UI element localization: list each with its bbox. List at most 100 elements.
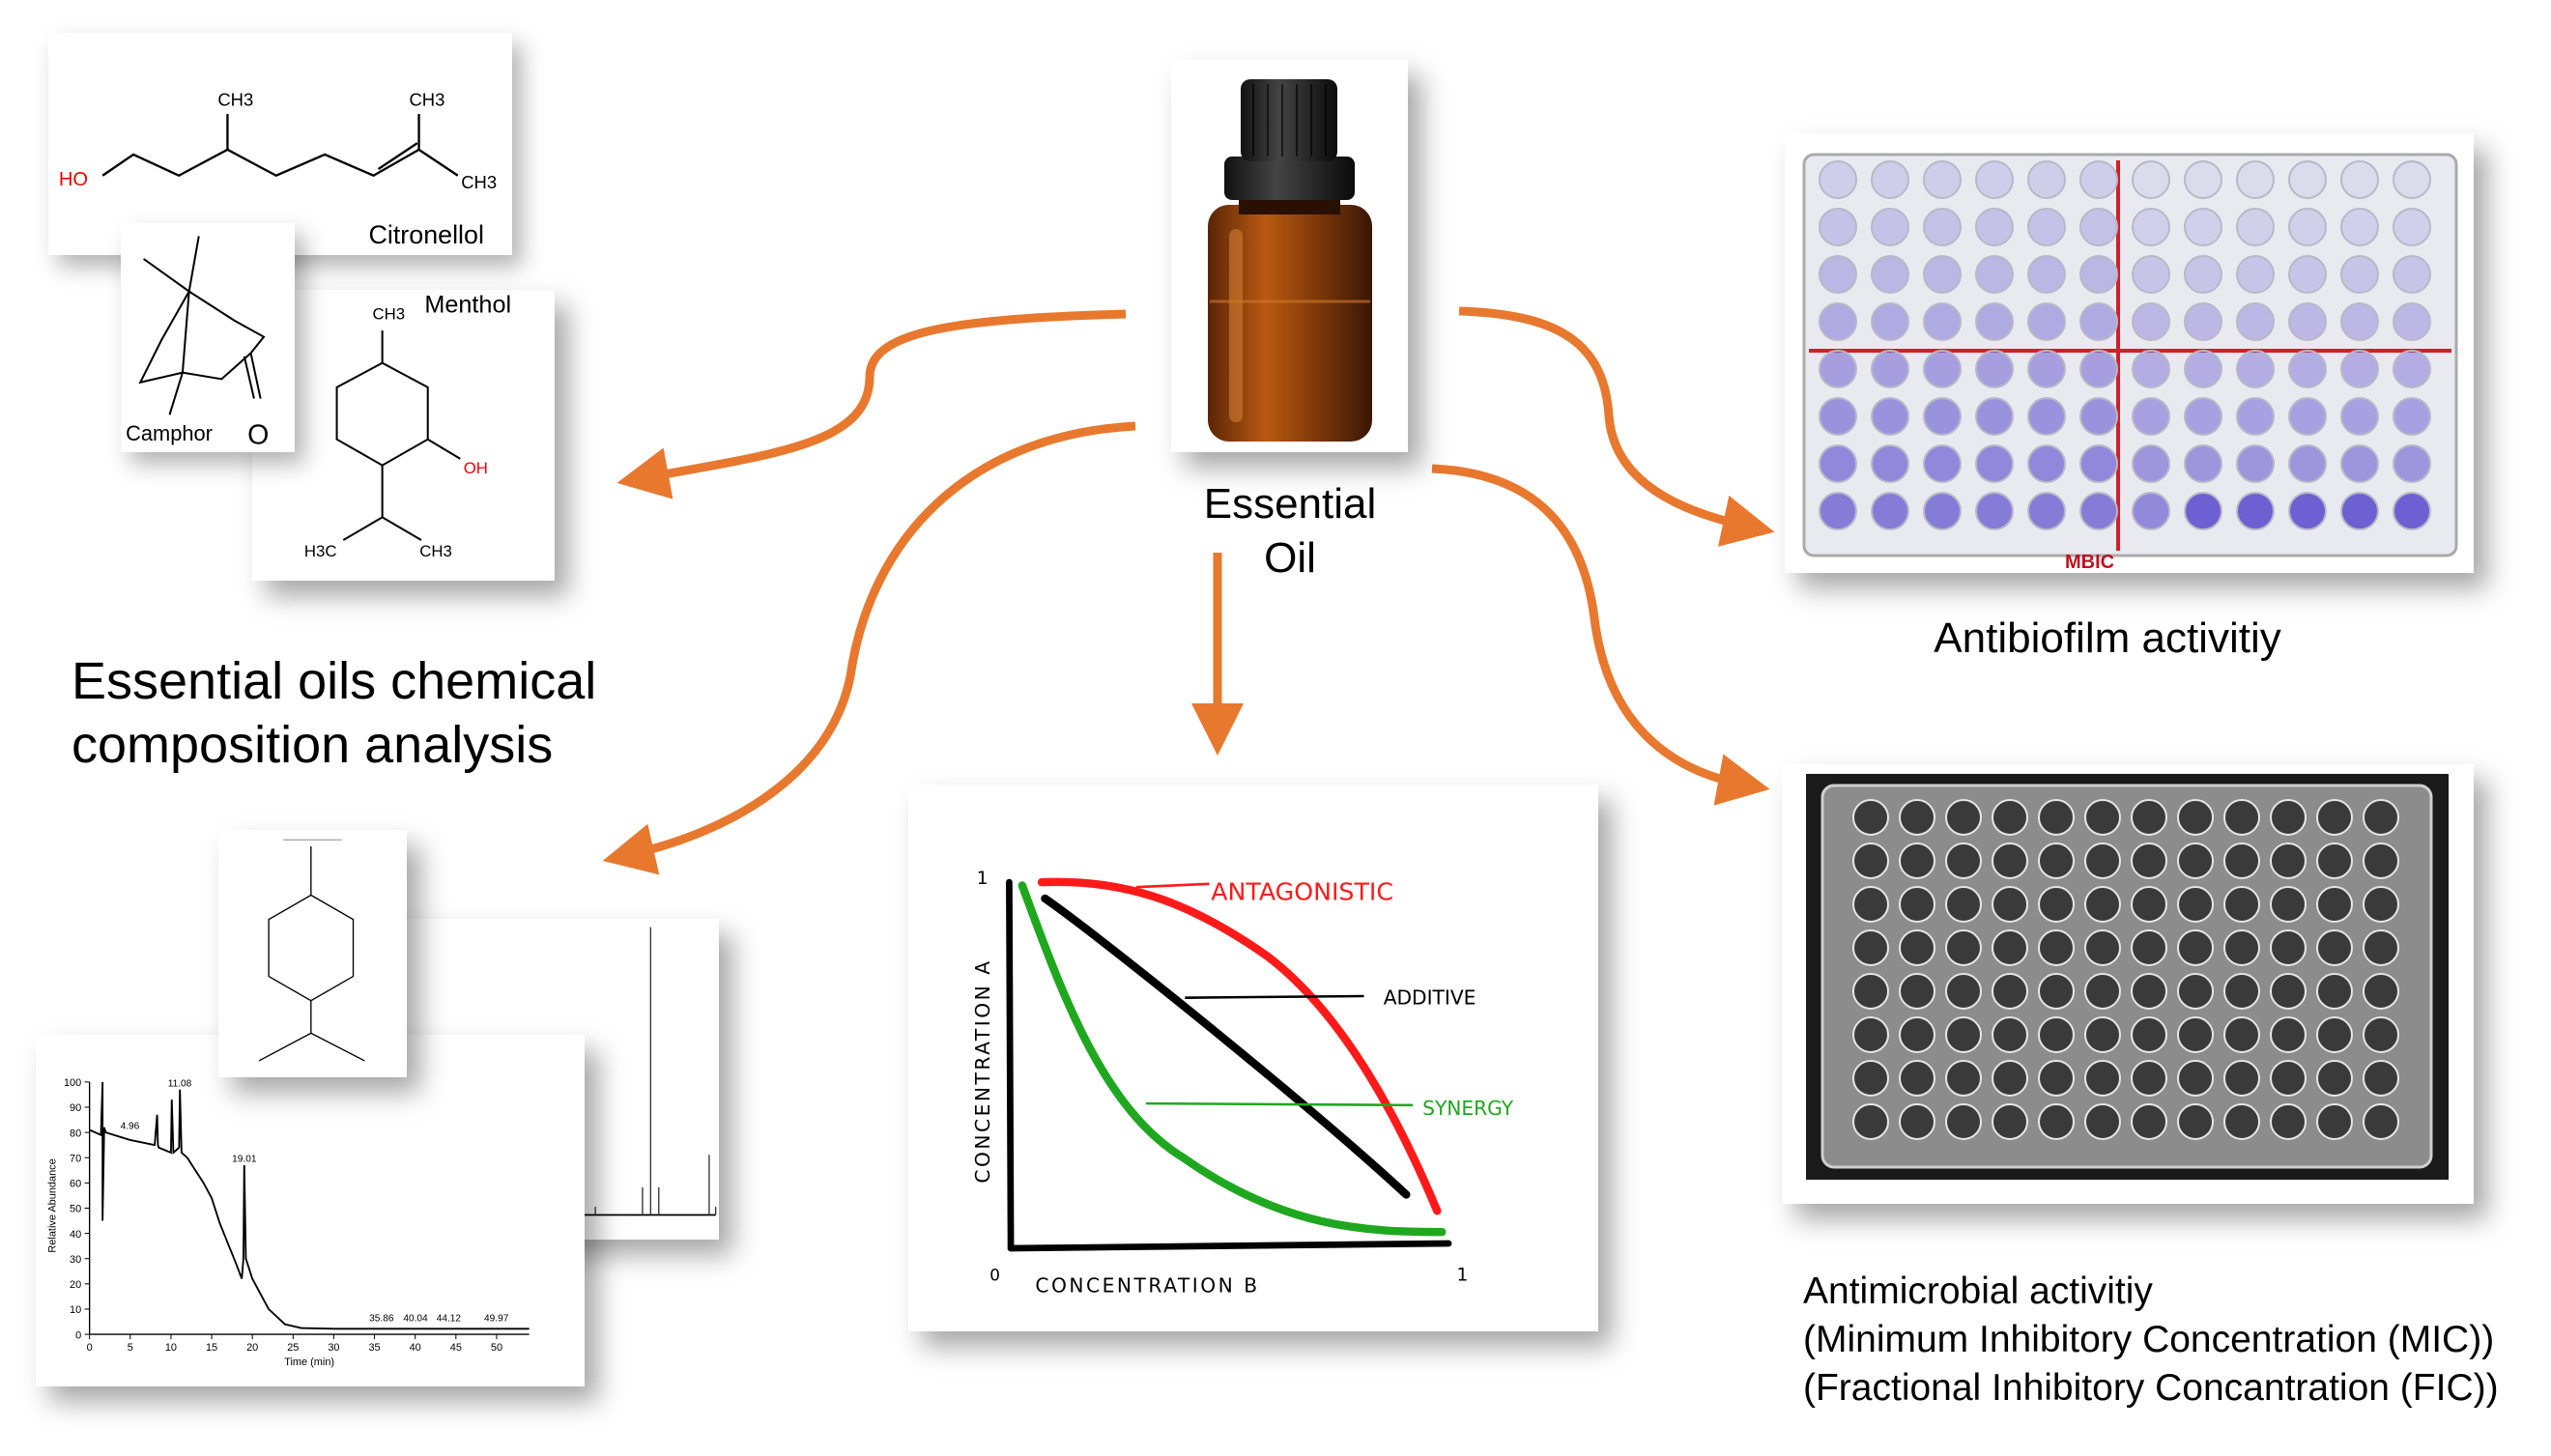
well xyxy=(2363,1060,2399,1097)
well xyxy=(2027,492,2066,530)
well xyxy=(1945,1060,1982,1097)
antibiofilm-plate-image: MBIC xyxy=(1802,153,2458,573)
well xyxy=(2084,842,2121,879)
menthol-label: Menthol xyxy=(424,292,511,319)
well xyxy=(2316,1103,2353,1140)
x-tick-label: 20 xyxy=(246,1342,258,1354)
well xyxy=(2223,1103,2260,1140)
well xyxy=(2184,397,2222,436)
well xyxy=(2132,397,2170,436)
well xyxy=(1871,302,1909,341)
well xyxy=(1923,255,1962,294)
well xyxy=(1992,886,2028,923)
well xyxy=(2223,799,2260,836)
well xyxy=(1923,444,1962,483)
well xyxy=(1945,886,1982,923)
well xyxy=(1923,397,1962,436)
peak-label: 19.01 xyxy=(232,1155,257,1165)
well xyxy=(2316,1060,2353,1097)
well xyxy=(1871,397,1909,436)
well xyxy=(1871,255,1909,294)
well xyxy=(1975,160,2014,199)
well xyxy=(1899,799,1935,836)
peak-label: 40.04 xyxy=(403,1313,428,1324)
well xyxy=(2177,1103,2214,1140)
well xyxy=(2084,1016,2121,1053)
well xyxy=(1852,799,1889,836)
well xyxy=(2236,350,2275,388)
x-axis-label: Time (min) xyxy=(284,1356,334,1368)
well xyxy=(2132,444,2170,483)
well xyxy=(2236,302,2275,341)
antimicrobial-plate-card xyxy=(1782,764,2474,1204)
well xyxy=(2027,160,2066,199)
antimicrobial-plate-image xyxy=(1806,774,2449,1180)
well xyxy=(2038,1016,2075,1053)
well xyxy=(2084,929,2121,966)
synergy-curve xyxy=(1018,881,1447,1237)
x-tick-label: 15 xyxy=(206,1342,217,1354)
methyl-label: CH3 xyxy=(409,90,444,110)
well xyxy=(2236,397,2275,436)
well xyxy=(2223,1016,2260,1053)
well xyxy=(2131,886,2167,923)
well xyxy=(2316,929,2353,966)
x-tick-label: 10 xyxy=(165,1342,177,1354)
well xyxy=(1899,886,1935,923)
well xyxy=(2027,444,2066,483)
well xyxy=(2131,973,2167,1010)
well xyxy=(2177,886,2214,923)
well xyxy=(2223,973,2260,1010)
well xyxy=(2184,302,2222,341)
antimicrobial-label-line3: (Fractional Inhibitory Concantration (FI… xyxy=(1803,1367,2499,1409)
essential-oil-bottle-card xyxy=(1171,60,1408,452)
well xyxy=(1923,492,1962,530)
well xyxy=(1852,1103,1889,1140)
well xyxy=(1992,1103,2028,1140)
well xyxy=(2223,1060,2260,1097)
antagonistic-curve xyxy=(1037,877,1442,1215)
well xyxy=(2132,255,2170,294)
well xyxy=(2177,1016,2214,1053)
well xyxy=(2270,929,2307,966)
y-tick-label: 10 xyxy=(70,1304,81,1316)
well xyxy=(2340,350,2379,388)
well xyxy=(2038,973,2075,1010)
well xyxy=(2177,929,2214,966)
well xyxy=(2316,842,2353,879)
well xyxy=(2084,799,2121,836)
y-tick-label: 80 xyxy=(70,1128,81,1139)
well xyxy=(2177,799,2214,836)
y-tick-label: 70 xyxy=(70,1153,81,1164)
well xyxy=(2316,1016,2353,1053)
well xyxy=(2393,492,2431,530)
essential-oil-label-line1: Essential xyxy=(1203,480,1377,528)
well xyxy=(2288,492,2327,530)
well xyxy=(2340,492,2379,530)
well xyxy=(2132,350,2170,388)
well xyxy=(1819,160,1857,199)
well xyxy=(1945,1103,1982,1140)
well xyxy=(2363,1103,2399,1140)
well xyxy=(2236,160,2275,199)
methyl-label: CH3 xyxy=(461,172,497,192)
well xyxy=(1899,842,1935,879)
mbic-mark: MBIC xyxy=(2065,552,2114,573)
well xyxy=(2184,444,2222,483)
menthol-structure-card: CH3 Menthol OH H3C CH3 xyxy=(252,290,555,581)
well xyxy=(2079,302,2118,341)
x-tick-label: 40 xyxy=(410,1342,421,1354)
well xyxy=(2363,886,2399,923)
well xyxy=(2340,160,2379,199)
methyl-label: H3C xyxy=(304,542,337,560)
well xyxy=(2288,444,2327,483)
peak-label: 49.97 xyxy=(484,1313,509,1324)
x-axis-label: CONCENTRATION B xyxy=(1035,1273,1259,1297)
menthane-structure-card xyxy=(218,830,407,1077)
well xyxy=(1945,929,1982,966)
well xyxy=(2393,444,2431,483)
well xyxy=(2340,397,2379,436)
well xyxy=(2288,160,2327,199)
well xyxy=(1923,208,1962,246)
well xyxy=(1945,973,1982,1010)
